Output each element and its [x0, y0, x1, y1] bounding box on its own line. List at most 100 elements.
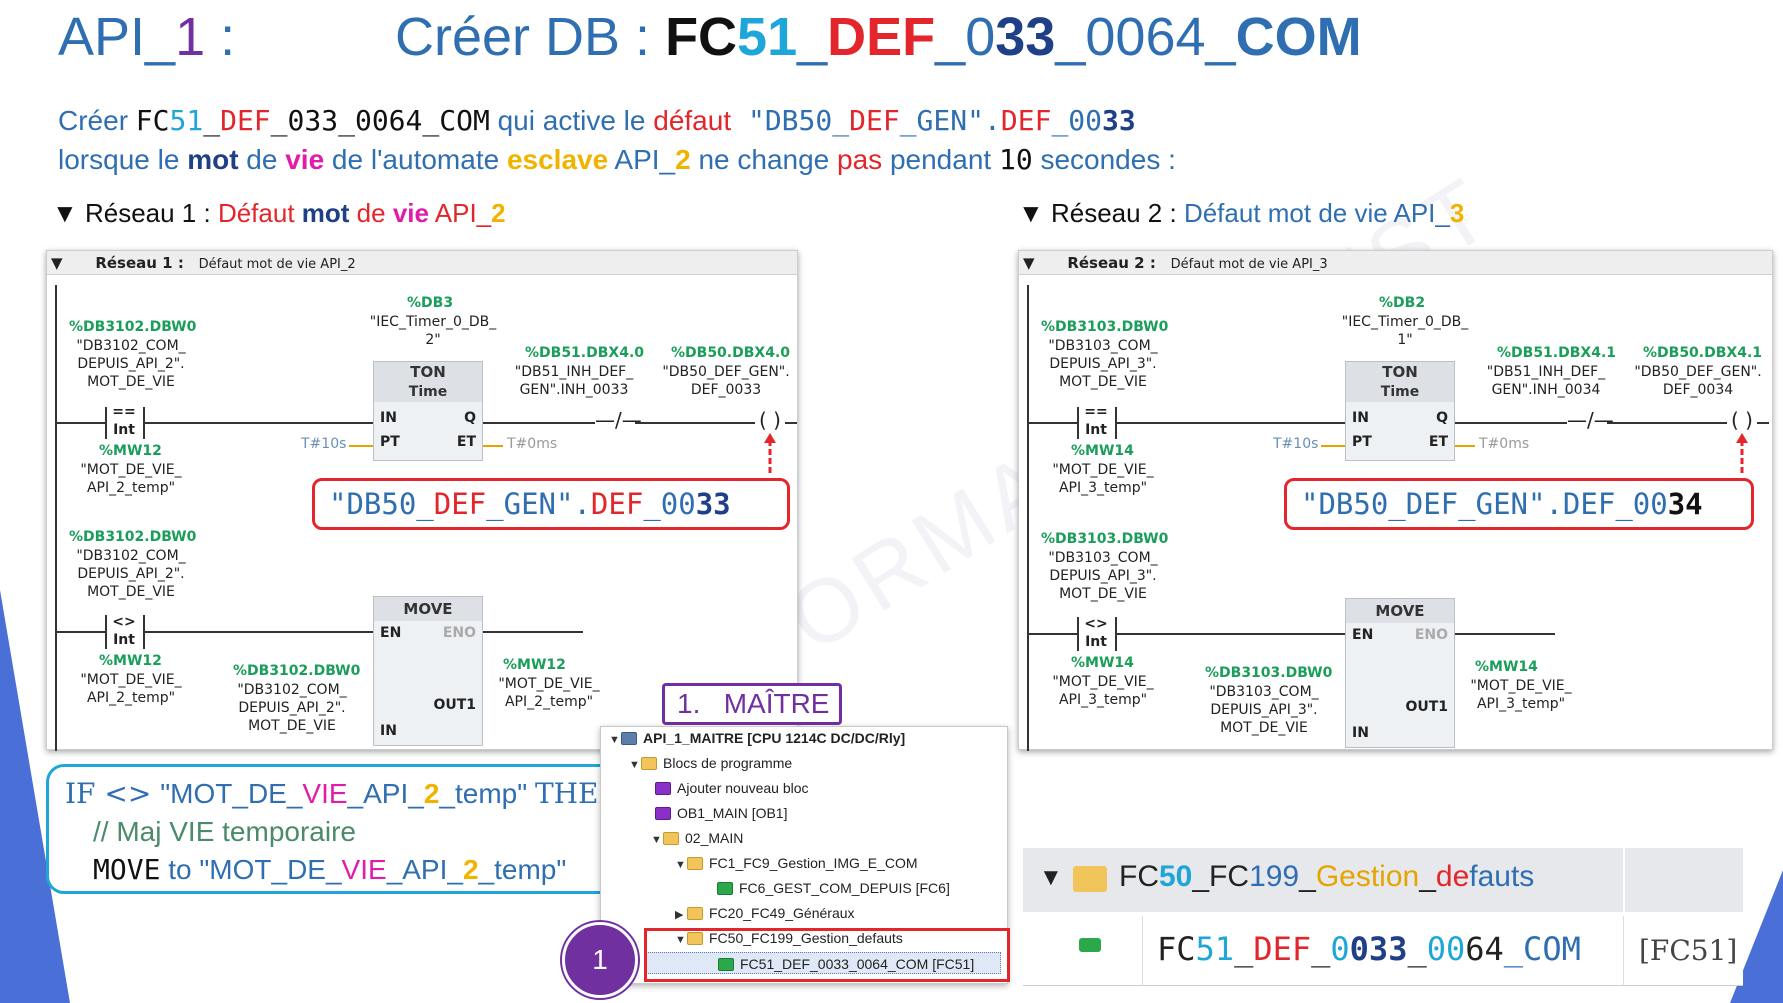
compare-type: Int: [1085, 422, 1107, 438]
tree-item-fc51[interactable]: FC51_DEF_0033_0064_COM [FC51]: [645, 952, 1001, 974]
code-move: MOVE: [93, 853, 161, 886]
pin-en: EN: [380, 625, 402, 641]
desc-us: _: [203, 104, 221, 137]
desc-33: 33: [1102, 104, 1136, 137]
tree-item-fc50[interactable]: ▼FC50_FC199_Gestion_defauts: [675, 930, 903, 946]
detail-de: de: [1435, 860, 1470, 893]
detail-def: DEF: [1253, 930, 1312, 968]
callout-text: "DB50_: [329, 487, 434, 521]
section-label: ▼ Réseau 1 :: [52, 198, 218, 228]
detail-num: 199: [1249, 860, 1300, 893]
tree-item-cpu[interactable]: ▼API_1_MAITRE [CPU 1214C DC/DC/Rly]: [609, 730, 906, 746]
folder-icon: [687, 907, 703, 920]
detail-text: _: [1299, 860, 1316, 893]
code-var: _API_: [386, 854, 463, 885]
block-type: Time: [374, 382, 482, 402]
detail-folder-row[interactable]: ▼ FC50_FC199_Gestion_defauts: [1023, 848, 1743, 912]
timer-symbol: "IEC_Timer_0_DB_ 1": [1341, 314, 1469, 348]
timer-symbol: "IEC_Timer_0_DB_ 2": [369, 314, 497, 348]
section-vie: vie: [392, 198, 429, 228]
tree-item-add-block[interactable]: Ajouter nouveau bloc: [655, 777, 809, 799]
cpu-icon: [621, 732, 637, 745]
title-api: API_: [58, 7, 176, 67]
operand-symbol: "MOT_DE_VIE_ API_2_temp": [80, 672, 182, 706]
folder-icon: [687, 932, 703, 945]
tree-label: API_1_MAITRE [CPU 1214C DC/DC/Rly]: [643, 730, 906, 746]
section-num: 2: [491, 198, 506, 228]
callout-num: 33: [695, 487, 731, 521]
detail-text: FC: [1157, 930, 1196, 968]
detail-num: 033: [1349, 930, 1408, 968]
operand-symbol: "DB3102_COM_ DEPUIS_API_2". MOT_DE_VIE: [76, 548, 186, 600]
operand-address: %MW12: [503, 657, 566, 673]
operand-address: %DB3103.DBW0: [1041, 531, 1169, 547]
pin-q: Q: [464, 410, 476, 426]
desc-db50: "DB50_: [731, 104, 850, 137]
desc-fc: FC: [135, 104, 170, 137]
move-block[interactable]: MOVE EN ENO OUT1 IN: [373, 596, 483, 746]
tree-label: FC1_FC9_Gestion_IMG_E_COM: [709, 855, 918, 871]
operand-address: %DB3102.DBW0: [69, 319, 197, 335]
compare-type: Int: [113, 632, 135, 648]
tree-item-fc20[interactable]: ▶FC20_FC49_Généraux: [675, 905, 855, 921]
move-block[interactable]: MOVE EN ENO OUT1 IN: [1345, 598, 1455, 748]
detail-com: _COM: [1503, 930, 1581, 968]
coil[interactable]: ( ): [1727, 410, 1757, 430]
code-var: "MOT_DE_: [160, 778, 303, 809]
tree-label: FC20_FC49_Généraux: [709, 905, 855, 921]
tree-item-main[interactable]: ▼02_MAIN: [651, 830, 744, 846]
operand-address: %MW14: [1071, 443, 1134, 459]
expand-icon: ▼: [1039, 864, 1063, 891]
pin-in: IN: [380, 723, 397, 739]
ton-timer-block[interactable]: TON Time IN Q PT ET: [1345, 361, 1455, 461]
pin-out1: OUT1: [433, 697, 476, 713]
network-header-text: Défaut mot de vie API_3: [1170, 257, 1328, 272]
folder-icon: [1073, 866, 1107, 892]
detail-fc-row[interactable]: FC51_DEF_0033_0064_COM [FC51]: [1023, 916, 1743, 986]
tree-label: Blocs de programme: [663, 755, 793, 771]
callout-text: _00: [643, 487, 696, 521]
desc-text: secondes :: [1032, 144, 1176, 175]
title-sep: _: [1205, 7, 1236, 67]
ton-timer-block[interactable]: TON Time IN Q PT ET: [373, 361, 483, 461]
tree-item-blocs[interactable]: ▼Blocs de programme: [629, 755, 793, 771]
operand-address: %MW12: [99, 653, 162, 669]
et-value: T#0ms: [507, 436, 558, 452]
desc-10: 10: [998, 143, 1033, 176]
network-header-text: Défaut mot de vie API_2: [198, 257, 356, 272]
coil[interactable]: ( ): [755, 410, 785, 430]
code-comment: // Maj VIE temporaire: [93, 816, 356, 847]
block-type: Time: [1346, 382, 1454, 402]
code-var: _temp": [439, 778, 535, 809]
pin-et: ET: [456, 434, 476, 450]
section-api: API_: [428, 198, 492, 228]
title-api-num: 1: [175, 7, 206, 67]
tree-item-fc6[interactable]: FC6_GEST_COM_DEPUIS [FC6]: [717, 877, 950, 899]
operand-symbol: "MOT_DE_VIE_ API_2_temp": [80, 462, 182, 496]
desc-rest: _033_0064_COM: [270, 104, 490, 137]
contact-address: %DB51.DBX4.0: [525, 345, 645, 361]
title-sep: _: [797, 7, 828, 67]
section-defaut: Défaut: [217, 198, 302, 228]
detail-num: 64: [1465, 930, 1504, 968]
corner-decoration-right: [1730, 870, 1783, 1003]
title-fc: FC: [665, 7, 738, 67]
title-0064: 0064: [1085, 7, 1206, 67]
coil-address: %DB50.DBX4.0: [671, 345, 791, 361]
nc-contact[interactable]: —/—: [1567, 408, 1614, 432]
tree-item-ob1[interactable]: OB1_MAIN [OB1]: [655, 802, 787, 824]
operand-symbol: "MOT_DE_VIE_ API_3_temp": [1052, 462, 1154, 496]
arrow-up-icon: [1736, 433, 1748, 473]
network-header-title: Réseau 1 :: [95, 254, 184, 272]
nc-contact[interactable]: —/—: [595, 408, 642, 432]
section-mot: mot: [301, 198, 350, 228]
tree-item-fc1[interactable]: ▼FC1_FC9_Gestion_IMG_E_COM: [675, 855, 918, 871]
code-line-3: MOVE to "MOT_DE_VIE_API_2_temp": [65, 851, 607, 889]
detail-folder-label: FC50_FC199_Gestion_defauts: [1119, 860, 1534, 894]
contact-address: %DB51.DBX4.1: [1497, 345, 1617, 361]
pin-q: Q: [1436, 410, 1448, 426]
detail-fauts: fauts: [1469, 860, 1535, 893]
tree-label: FC51_DEF_0033_0064_COM [FC51]: [740, 956, 975, 972]
section-rest: Défaut mot de vie API_: [1183, 198, 1450, 228]
add-block-icon: [655, 782, 671, 795]
